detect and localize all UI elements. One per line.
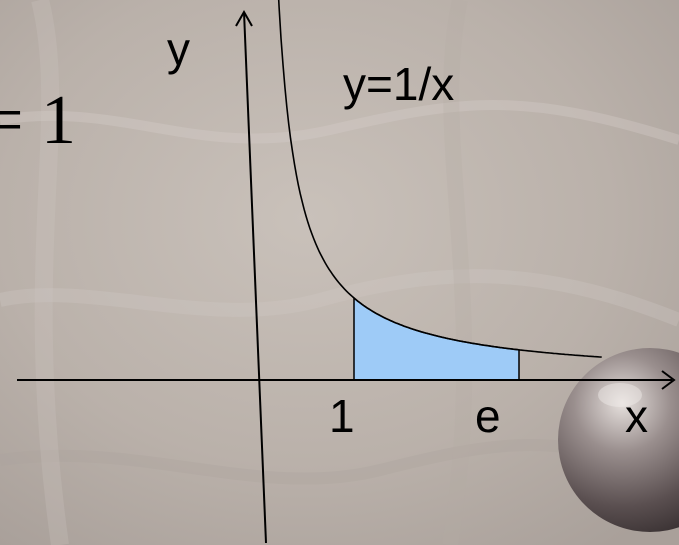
curve-1-over-x xyxy=(277,0,602,358)
y-axis xyxy=(235,9,267,544)
tick-label-e: e xyxy=(475,390,501,442)
curve-label: y=1/x xyxy=(343,58,454,110)
y-axis-label: y xyxy=(167,23,190,75)
metal-sphere xyxy=(558,348,679,532)
equation-fragment: = 1 xyxy=(0,82,76,159)
tick-label-1: 1 xyxy=(329,390,355,442)
y-axis-arrowhead xyxy=(235,9,253,27)
x-axis-label: x xyxy=(625,390,648,442)
x-axis-arrowhead xyxy=(661,370,676,390)
x-axis xyxy=(17,370,676,390)
